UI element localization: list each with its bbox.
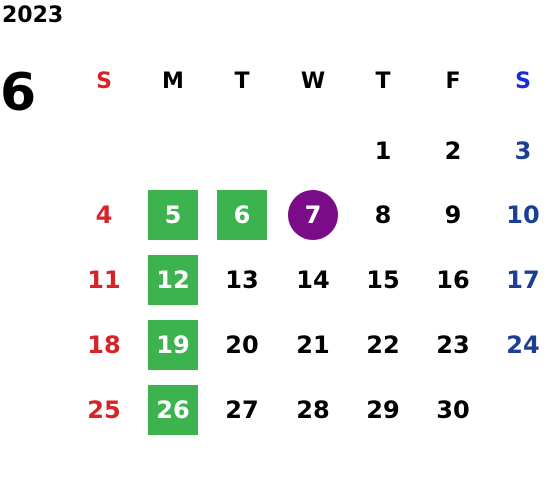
- day-cell[interactable]: 30: [436, 396, 470, 424]
- day-cell[interactable]: 27: [225, 396, 259, 424]
- day-cell[interactable]: 25: [87, 396, 121, 424]
- weekday-header-thursday: T: [375, 68, 391, 94]
- day-cell[interactable]: 16: [436, 266, 470, 294]
- weekday-header-friday: F: [445, 68, 461, 94]
- day-cell[interactable]: 5: [148, 190, 198, 240]
- weekday-header-saturday: S: [515, 68, 531, 94]
- day-cell[interactable]: 9: [444, 201, 462, 229]
- day-cell[interactable]: 1: [374, 137, 392, 165]
- day-cell[interactable]: 3: [514, 137, 532, 165]
- weekday-header-wednesday: W: [300, 68, 326, 94]
- day-cell[interactable]: 24: [506, 331, 540, 359]
- day-cell[interactable]: 28: [296, 396, 330, 424]
- day-today[interactable]: 7: [288, 190, 338, 240]
- day-cell[interactable]: 6: [217, 190, 267, 240]
- weekday-header-tuesday: T: [234, 68, 250, 94]
- calendar-year: 2023: [2, 3, 64, 28]
- day-cell[interactable]: 22: [366, 331, 400, 359]
- day-cell[interactable]: 19: [148, 320, 198, 370]
- day-cell[interactable]: 29: [366, 396, 400, 424]
- day-cell[interactable]: 18: [87, 331, 121, 359]
- day-cell[interactable]: 15: [366, 266, 400, 294]
- day-cell[interactable]: 12: [148, 255, 198, 305]
- day-cell[interactable]: 14: [296, 266, 330, 294]
- day-cell[interactable]: 11: [87, 266, 121, 294]
- day-cell[interactable]: 20: [225, 331, 259, 359]
- day-cell[interactable]: 17: [506, 266, 540, 294]
- day-cell[interactable]: 13: [225, 266, 259, 294]
- day-cell[interactable]: 2: [444, 137, 462, 165]
- day-cell[interactable]: 23: [436, 331, 470, 359]
- weekday-header-sunday: S: [96, 68, 112, 94]
- day-cell[interactable]: 26: [148, 385, 198, 435]
- calendar-month: 6: [0, 63, 37, 123]
- day-cell[interactable]: 8: [374, 201, 392, 229]
- day-cell[interactable]: 21: [296, 331, 330, 359]
- day-cell[interactable]: 10: [506, 201, 540, 229]
- weekday-header-monday: M: [162, 68, 184, 94]
- day-cell[interactable]: 4: [95, 201, 113, 229]
